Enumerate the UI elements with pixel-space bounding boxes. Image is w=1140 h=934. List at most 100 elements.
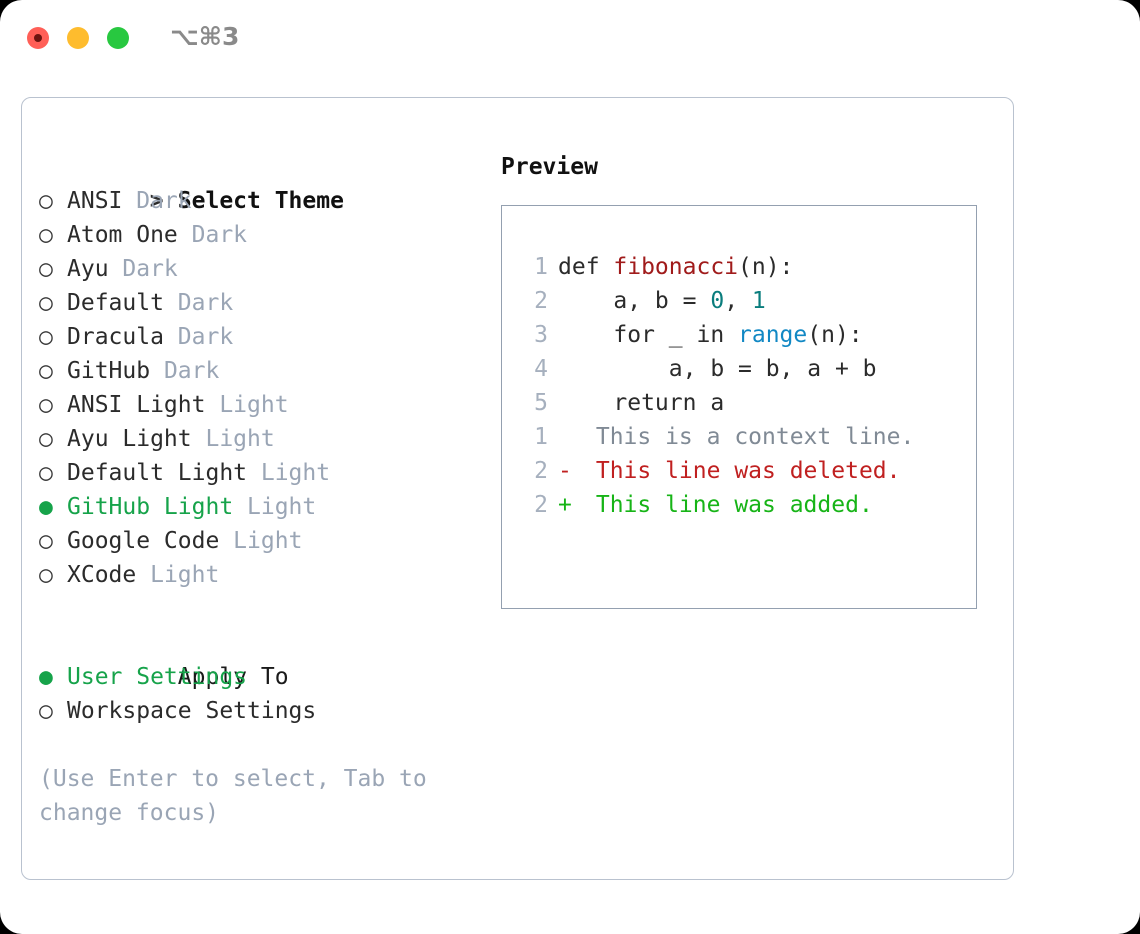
code-line: 4 a, b = b, a + b xyxy=(520,352,877,386)
theme-option-default[interactable]: ○Default Dark xyxy=(39,286,479,320)
theme-option-label: Dracula xyxy=(67,324,164,350)
theme-option-ansi-light[interactable]: ○ANSI Light Light xyxy=(39,388,479,422)
theme-option-variant: Light xyxy=(191,426,275,452)
theme-option-atom-one[interactable]: ○ Atom One Dark xyxy=(39,218,479,252)
code-token-plain: for _ in xyxy=(558,322,739,348)
theme-option-dracula[interactable]: ○ Dracula Dark xyxy=(39,320,479,354)
list-spacer xyxy=(39,592,479,626)
select-theme-heading-label: Select Theme xyxy=(177,188,344,214)
radio-unselected-icon: ○ xyxy=(39,426,53,452)
code-line: 2 a, b = 0, 1 xyxy=(520,284,877,318)
radio-unselected-icon: ○ xyxy=(39,188,53,214)
diff-line-context: 1 This is a context line. xyxy=(520,420,914,454)
code-token-plain: a, b = b, a + b xyxy=(558,356,877,382)
code-token-num: 1 xyxy=(751,288,766,314)
code-token-func: fibonacci xyxy=(613,254,739,280)
diff-sign: + xyxy=(558,492,572,518)
window-controls xyxy=(27,27,129,49)
theme-list-column: >Select Theme ○ANSI Dark○Atom One Dark○A… xyxy=(39,150,479,830)
theme-option-default-light[interactable]: ○ Default Light Light xyxy=(39,456,479,490)
radio-unselected-icon: ○ xyxy=(39,256,53,282)
close-button[interactable] xyxy=(27,27,49,49)
line-number: 2 xyxy=(534,458,548,484)
theme-picker-card: >Select Theme ○ANSI Dark○Atom One Dark○A… xyxy=(21,97,1014,880)
theme-option-variant: Light xyxy=(219,528,303,554)
radio-unselected-icon: ○ xyxy=(39,392,53,418)
theme-option-label: ANSI xyxy=(67,188,123,214)
apply-to-heading-label: Apply To xyxy=(177,664,289,690)
minimize-button[interactable] xyxy=(67,27,89,49)
theme-option-variant: Light xyxy=(247,460,331,486)
line-number: 5 xyxy=(534,390,548,416)
theme-option-variant: Dark xyxy=(108,256,178,282)
code-token-plain: (n): xyxy=(738,254,794,280)
theme-option-label: XCode xyxy=(67,562,137,588)
theme-option-google-code[interactable]: ○Google Code Light xyxy=(39,524,479,558)
radio-selected-icon: ● xyxy=(39,494,53,520)
keyboard-shortcut-label: ⌥⌘3 xyxy=(170,22,240,51)
theme-option-ansi[interactable]: ○ ANSI Dark xyxy=(39,184,479,218)
code-line: 5 return a xyxy=(520,386,877,420)
theme-option-label: Ayu Light xyxy=(67,426,192,452)
code-line: 3 for _ in range(n): xyxy=(520,318,877,352)
theme-option-ayu[interactable]: ○ Ayu Dark xyxy=(39,252,479,286)
diff-sample: 1 This is a context line.2- This line wa… xyxy=(520,420,914,522)
theme-option-label: Default xyxy=(67,290,164,316)
select-theme-heading: >Select Theme xyxy=(39,150,479,214)
line-number: 1 xyxy=(534,424,548,450)
theme-option-label: GitHub Light xyxy=(67,494,234,520)
apply-to-option-workspace-settings[interactable]: ○ Workspace Settings xyxy=(39,694,479,728)
theme-option-label: Atom One xyxy=(67,222,178,248)
radio-unselected-icon: ○ xyxy=(39,528,53,554)
code-token-plain: return a xyxy=(558,390,725,416)
radio-unselected-icon: ○ xyxy=(39,222,53,248)
theme-option-ayu-light[interactable]: ○ Ayu Light Light xyxy=(39,422,479,456)
theme-option-variant: Light xyxy=(233,494,317,520)
code-token-plain: a, b = xyxy=(558,288,711,314)
theme-option-label: Default Light xyxy=(67,460,248,486)
diff-line-deleted: 2- This line was deleted. xyxy=(520,454,914,488)
theme-option-github[interactable]: ○ GitHub Dark xyxy=(39,354,479,388)
apply-to-option-user-settings[interactable]: ●User Settings xyxy=(39,660,479,694)
code-token-plain: , xyxy=(724,288,752,314)
apply-to-option-label: User Settings xyxy=(67,664,248,690)
diff-text: This is a context line. xyxy=(582,424,915,450)
radio-unselected-icon: ○ xyxy=(39,460,53,486)
code-token-plain: def xyxy=(558,254,614,280)
line-number: 2 xyxy=(534,492,548,518)
preview-title: Preview xyxy=(501,154,598,180)
apply-to-option-label: Workspace Settings xyxy=(67,698,317,724)
line-number: 2 xyxy=(534,288,548,314)
theme-option-list: ○ ANSI Dark ○ Atom One Dark ○ Ayu Dark ○ Defaul… xyxy=(39,184,479,592)
line-number: 4 xyxy=(534,356,548,382)
apply-to-option-list: ●User Settings ○ Workspace Settings xyxy=(39,660,479,728)
diff-text: This line was added. xyxy=(582,492,873,518)
theme-option-variant: Dark xyxy=(163,324,234,350)
zoom-button[interactable] xyxy=(107,27,129,49)
theme-option-github-light[interactable]: ● GitHub Light Light xyxy=(39,490,479,524)
title-bar: ⌥⌘3 xyxy=(0,0,1140,78)
theme-option-variant: Dark xyxy=(122,188,192,214)
radio-unselected-icon: ○ xyxy=(39,290,53,316)
line-number: 3 xyxy=(534,322,548,348)
radio-unselected-icon: ○ xyxy=(39,562,53,588)
radio-unselected-icon: ○ xyxy=(39,698,53,724)
hint-spacer xyxy=(39,728,479,752)
radio-unselected-icon: ○ xyxy=(39,324,53,350)
apply-to-heading: Apply To xyxy=(39,626,479,690)
theme-option-label: Ayu xyxy=(67,256,109,282)
code-token-call: range xyxy=(738,322,808,348)
code-token-num: 0 xyxy=(710,288,725,314)
theme-option-variant: Dark xyxy=(150,358,220,384)
theme-option-xcode[interactable]: ○XCode Light xyxy=(39,558,479,592)
radio-unselected-icon: ○ xyxy=(39,358,53,384)
theme-option-variant: Dark xyxy=(177,222,248,248)
theme-option-label: GitHub xyxy=(67,358,151,384)
keyboard-hint-text: (Use Enter to select, Tab to change focu… xyxy=(39,766,441,826)
diff-sign: - xyxy=(558,458,572,484)
